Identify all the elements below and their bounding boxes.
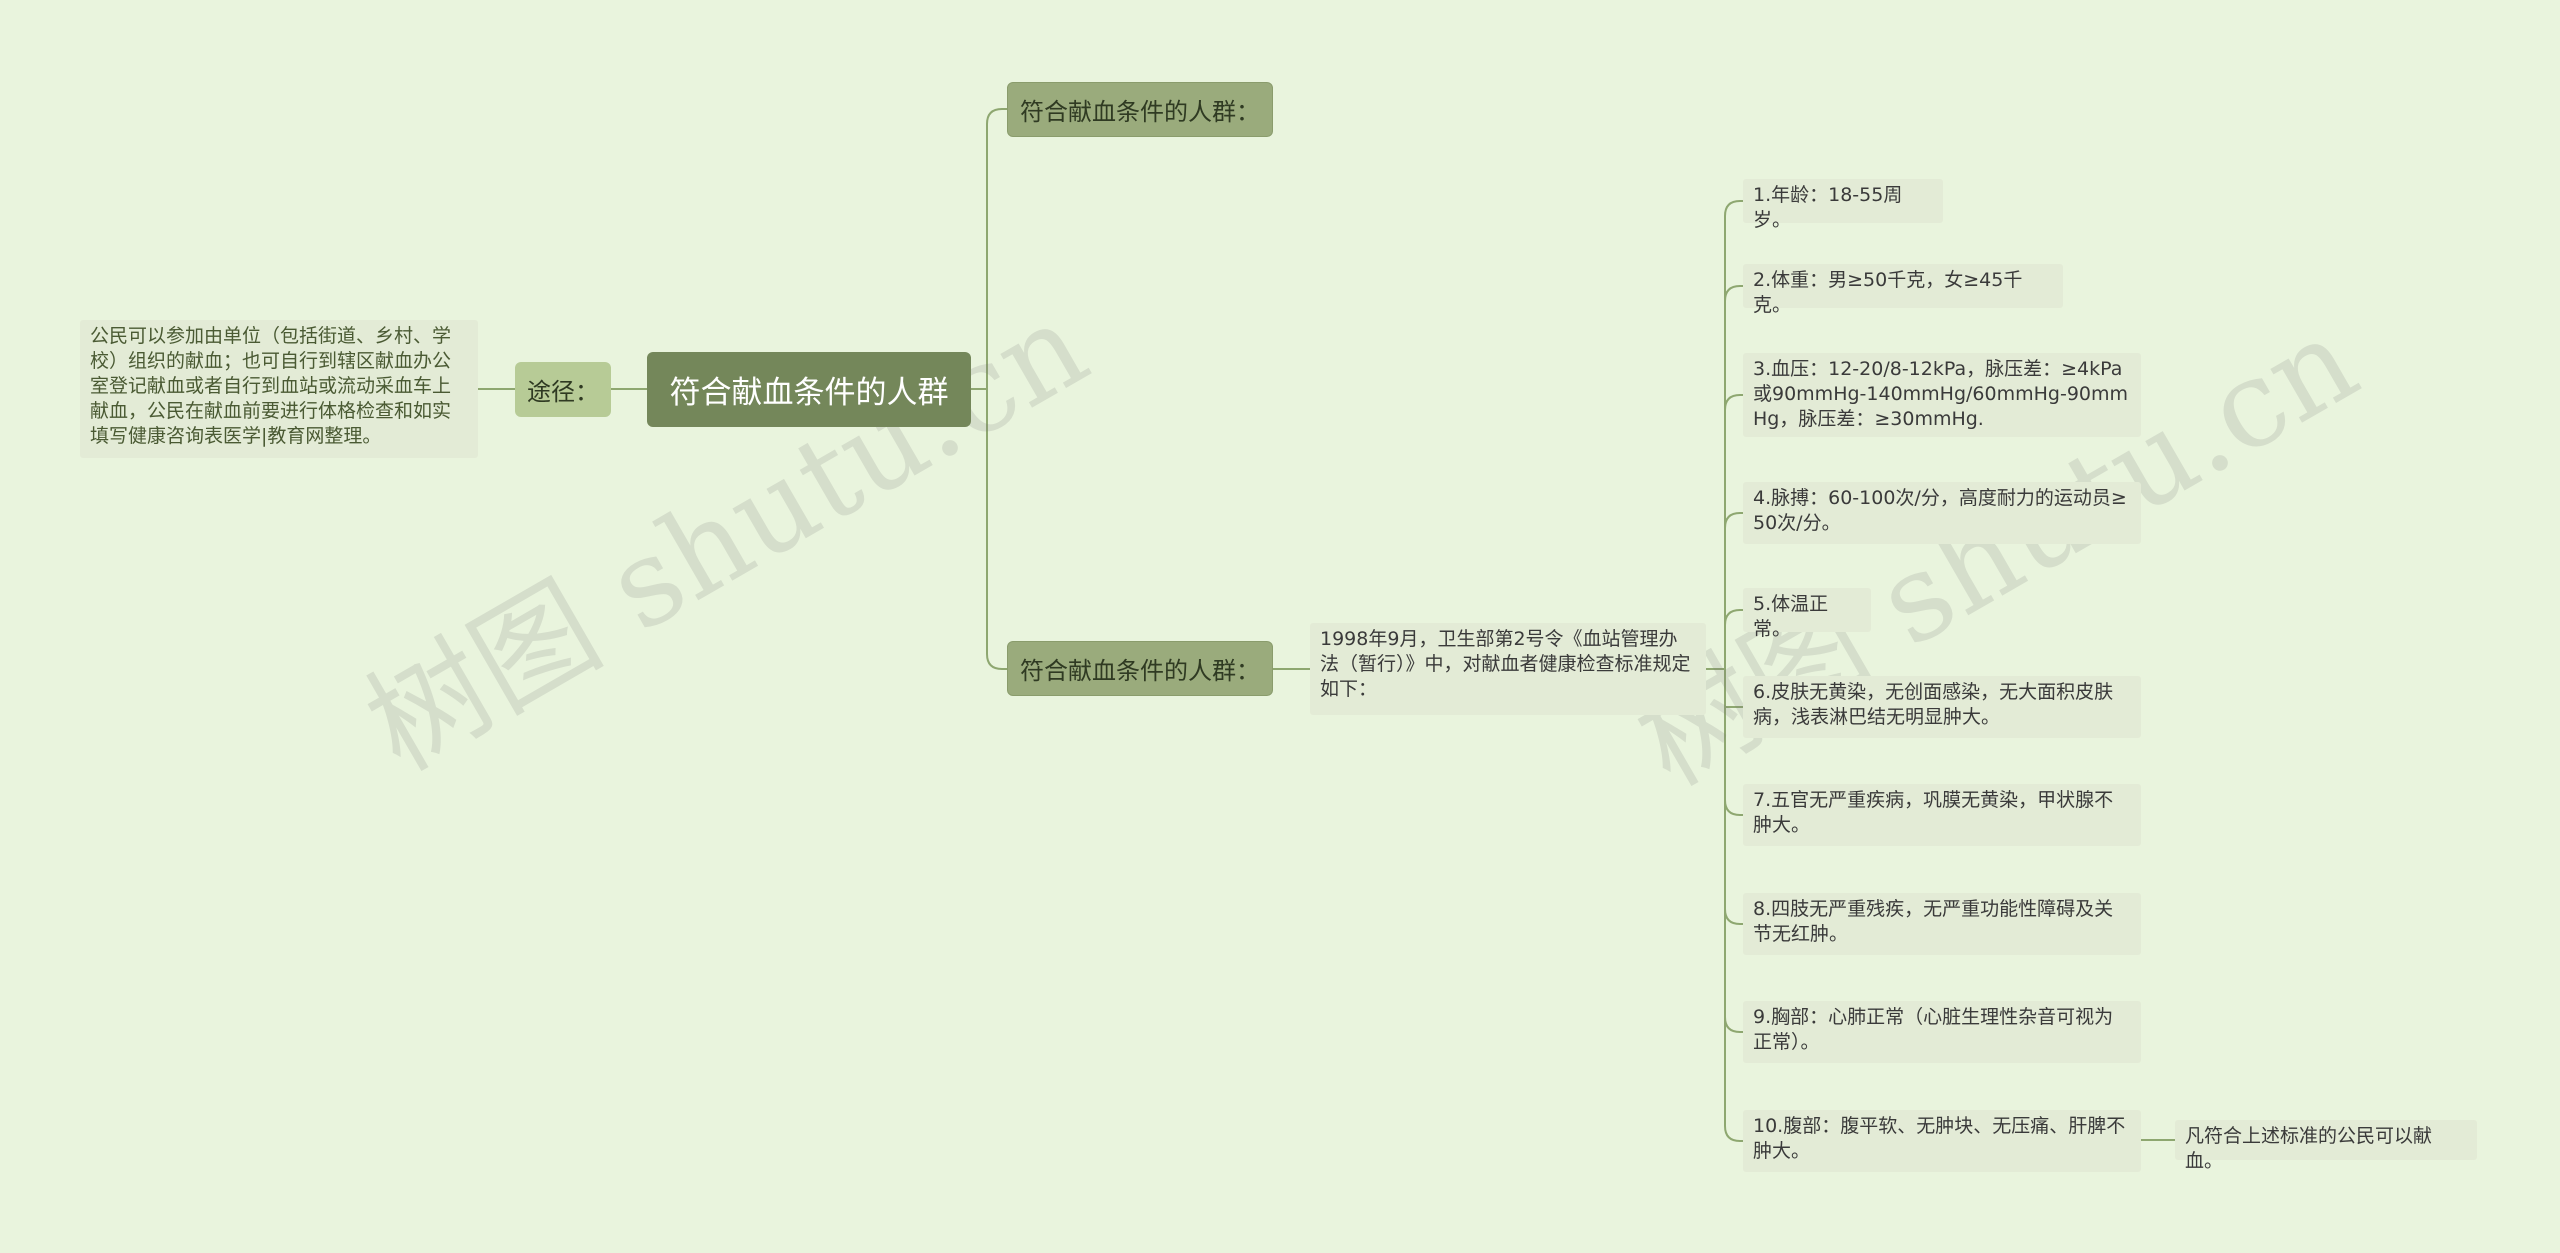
- branch-eligible-population-top[interactable]: 符合献血条件的人群：: [1007, 82, 1273, 137]
- link-trunk-c2: [1724, 285, 1743, 669]
- branch-route[interactable]: 途径：: [515, 362, 611, 417]
- link-trunk-c3: [1724, 394, 1743, 669]
- criterion-pulse[interactable]: 4.脉搏：60-100次/分，高度耐力的运动员≥50次/分。: [1743, 482, 2141, 544]
- link-trunk-c5: [1724, 609, 1743, 669]
- final-note[interactable]: 凡符合上述标准的公民可以献血。: [2175, 1120, 2477, 1172]
- criterion-abdomen[interactable]: 10.腹部：腹平软、无肿块、无压痛、肝脾不肿大。: [1743, 1110, 2141, 1172]
- route-detail-note[interactable]: 公民可以参加由单位（包括街道、乡村、学校）组织的献血；也可自行到辖区献血办公室登…: [80, 320, 478, 458]
- link-trunk-c9: [1724, 669, 1743, 1033]
- link-trunk-c4: [1724, 512, 1743, 669]
- branch-eligible-population-bottom[interactable]: 符合献血条件的人群：: [1007, 641, 1273, 696]
- criterion-temperature[interactable]: 5.体温正常。: [1743, 588, 1871, 640]
- link-trunk-c10: [1724, 669, 1743, 1142]
- criterion-age[interactable]: 1.年龄：18-55周岁。: [1743, 179, 1943, 231]
- standard-intro-note[interactable]: 1998年9月，卫生部第2号令《血站管理办法（暂行）》中，对献血者健康检查标准规…: [1310, 623, 1706, 715]
- link-trunk-c7: [1724, 669, 1743, 816]
- link-trunk-bottom: [986, 389, 1007, 670]
- criterion-facial-organs[interactable]: 7.五官无严重疾病，巩膜无黄染，甲状腺不肿大。: [1743, 784, 2141, 846]
- link-trunk-top: [986, 108, 1007, 389]
- criterion-blood-pressure[interactable]: 3.血压：12-20/8-12kPa，脉压差：≥4kPa或90mmHg-140m…: [1743, 353, 2141, 437]
- root-topic[interactable]: 符合献血条件的人群: [647, 352, 971, 427]
- link-trunk-c1: [1724, 200, 1743, 669]
- criterion-limbs[interactable]: 8.四肢无严重残疾，无严重功能性障碍及关节无红肿。: [1743, 893, 2141, 955]
- criterion-weight[interactable]: 2.体重：男≥50千克，女≥45千克。: [1743, 264, 2063, 316]
- criterion-skin[interactable]: 6.皮肤无黄染，无创面感染，无大面积皮肤病，浅表淋巴结无明显肿大。: [1743, 676, 2141, 738]
- criterion-chest[interactable]: 9.胸部：心肺正常（心脏生理性杂音可视为正常）。: [1743, 1001, 2141, 1063]
- link-trunk-c6: [1724, 669, 1743, 708]
